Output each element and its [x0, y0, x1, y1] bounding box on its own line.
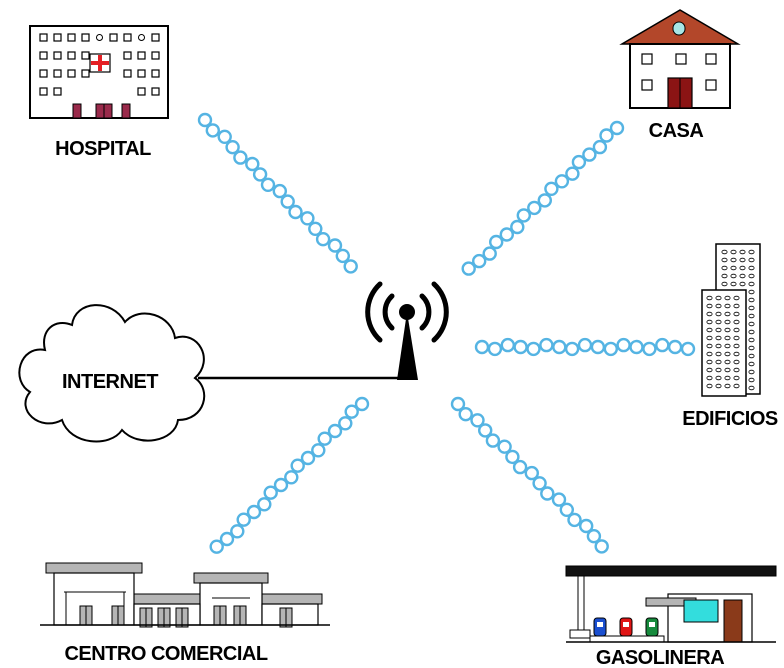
- wireless-signal-waves: [197, 112, 696, 554]
- cloud-icon: [18, 304, 206, 443]
- house-icon: [619, 9, 741, 109]
- gas-station-icon: [565, 565, 777, 643]
- wave-to-centro-comercial: [209, 396, 370, 554]
- label-centro-comercial: CENTRO COMERCIAL: [64, 643, 267, 665]
- wave-to-edificios: [474, 337, 696, 357]
- wave-to-casa: [461, 120, 625, 276]
- wave-to-gasolinera: [450, 396, 609, 554]
- wave-to-hospital: [197, 112, 358, 274]
- hospital-building-icon: [29, 25, 169, 119]
- fuel-pump-icon: [589, 617, 665, 643]
- label-internet: INTERNET: [62, 371, 158, 393]
- label-hospital: HOSPITAL: [55, 138, 151, 160]
- label-casa: CASA: [649, 120, 704, 142]
- label-edificios: EDIFICIOS: [682, 408, 778, 430]
- shopping-mall-icon: [40, 562, 330, 628]
- office-buildings-icon: [701, 243, 761, 397]
- radio-antenna-icon: [365, 281, 449, 380]
- label-gasolinera: GASOLINERA: [596, 647, 724, 668]
